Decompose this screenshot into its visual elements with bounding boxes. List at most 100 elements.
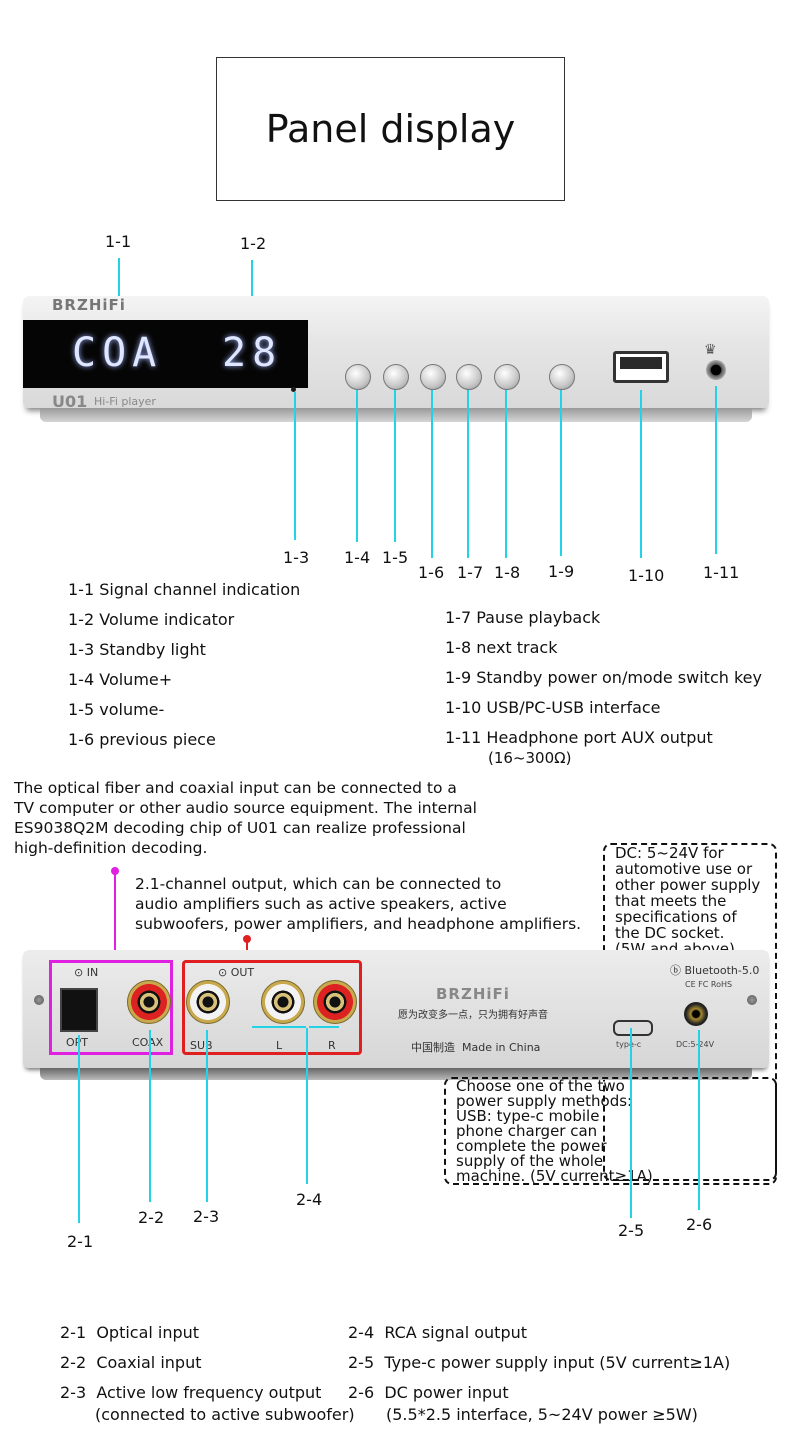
- legend-item-detail: (5.5*2.5 interface, 5~24V power ≥5W): [386, 1405, 698, 1424]
- legend-item: 1-8 next track: [445, 638, 558, 657]
- note-marker: [111, 867, 119, 875]
- callout-1-1: 1-1: [105, 232, 132, 251]
- power-note-box: [444, 1077, 777, 1185]
- leader-line: [560, 390, 562, 556]
- pause-button[interactable]: [456, 364, 482, 390]
- legend-item-detail: (connected to active subwoofer): [95, 1405, 355, 1424]
- power-note: Choose one of the two power supply metho…: [456, 1077, 653, 1185]
- legend-item: 1-4 Volume+: [68, 670, 173, 689]
- leader-line: [630, 1028, 632, 1218]
- leader-line: [467, 390, 469, 558]
- coax-port[interactable]: [127, 980, 171, 1024]
- callout-1-2: 1-2: [240, 234, 267, 253]
- screw-icon: [34, 995, 44, 1005]
- legend-item: 1-7 Pause playback: [445, 608, 601, 627]
- leader-line: [698, 1030, 700, 1210]
- optical-note: The optical fiber and coaxial input can …: [14, 779, 477, 857]
- callout-1-3: 1-3: [283, 548, 310, 567]
- front-panel-base: [40, 408, 752, 422]
- r-label: R: [328, 1039, 336, 1052]
- screw-icon: [747, 995, 757, 1005]
- input-group-box: [49, 960, 173, 1055]
- dc-note: DC: 5~24V for automotive use or other po…: [615, 844, 761, 958]
- rear-legend-left: 2-1 Optical input 2-2 Coaxial input 2-3 …: [60, 1323, 355, 1425]
- leader-line: [431, 390, 433, 558]
- sub-port[interactable]: [186, 980, 230, 1024]
- leader-line: [306, 1028, 308, 1184]
- left-port[interactable]: [261, 980, 305, 1024]
- callout-1-7: 1-7: [457, 563, 484, 582]
- slogan: 愿为改变多一点，只为拥有好声音: [398, 1010, 548, 1021]
- callout-1-5: 1-5: [382, 548, 409, 567]
- leader-line: [149, 1030, 151, 1202]
- legend-item: 1-6 previous piece: [68, 730, 216, 749]
- next-button[interactable]: [494, 364, 520, 390]
- previous-button[interactable]: [420, 364, 446, 390]
- power-mode-button[interactable]: [549, 364, 575, 390]
- coax-label: COAX: [132, 1036, 164, 1049]
- legend-item: 2-6 DC power input: [348, 1383, 509, 1402]
- headphone-jack[interactable]: [706, 360, 726, 380]
- volume-up-button[interactable]: [345, 364, 371, 390]
- legend-item: 2-1 Optical input: [60, 1323, 200, 1342]
- legend-item: 2-5 Type-c power supply input (5V curren…: [348, 1353, 731, 1372]
- legend-item: 2-3 Active low frequency output: [60, 1383, 322, 1402]
- sub-label: SUB: [190, 1039, 213, 1052]
- dc-label: DC:5-24V: [676, 1040, 715, 1049]
- leader-line: [294, 392, 296, 540]
- callout-1-4: 1-4: [344, 548, 371, 567]
- leader-line: [505, 390, 507, 558]
- legend-item: 2-4 RCA signal output: [348, 1323, 528, 1342]
- right-port[interactable]: [313, 980, 357, 1024]
- out-label: ⊙ OUT: [218, 966, 255, 979]
- leader-line: [206, 1030, 208, 1202]
- vfd-display: [23, 320, 308, 388]
- callout-2-2: 2-2: [138, 1208, 165, 1227]
- in-label: ⊙ IN: [74, 966, 99, 979]
- callout-2-4: 2-4: [296, 1190, 323, 1209]
- front-legend-right: 1-7 Pause playback 1-8 next track 1-9 St…: [445, 608, 762, 768]
- callout-1-8: 1-8: [494, 563, 521, 582]
- display-volume: 28: [222, 330, 283, 376]
- front-legend-left: 1-1 Signal channel indication 1-2 Volume…: [68, 580, 300, 760]
- leader-line: [309, 1026, 339, 1028]
- leader-line: [118, 258, 120, 323]
- leader-line: [251, 260, 253, 325]
- legend-item: 2-2 Coaxial input: [60, 1353, 202, 1372]
- callout-2-6: 2-6: [686, 1215, 713, 1234]
- callout-1-6: 1-6: [418, 563, 445, 582]
- bluetooth-label: ⓑ Bluetooth-5.0: [670, 964, 760, 977]
- legend-item: 1-10 USB/PC-USB interface: [445, 698, 661, 717]
- callout-2-3: 2-3: [193, 1207, 220, 1226]
- leader-line: [78, 1035, 80, 1223]
- volume-down-button[interactable]: [383, 364, 409, 390]
- opt-label: OPT: [66, 1036, 89, 1049]
- l-label: L: [276, 1039, 283, 1052]
- typec-label: type-c: [616, 1040, 642, 1049]
- leader-line: [252, 1026, 306, 1028]
- leader-line: [715, 386, 717, 554]
- legend-item-detail: (16~300Ω): [488, 749, 572, 767]
- dc-jack[interactable]: [684, 1002, 708, 1026]
- channel-note: 2.1-channel output, which can be connect…: [135, 875, 582, 933]
- callout-1-9: 1-9: [548, 562, 575, 581]
- leader-line: [640, 390, 642, 558]
- leader-line: [114, 874, 116, 962]
- optical-port[interactable]: [60, 988, 98, 1032]
- typec-port[interactable]: [613, 1020, 653, 1036]
- legend-item: 1-2 Volume indicator: [68, 610, 235, 629]
- rear-brand-logo: BRZHiFi: [436, 985, 510, 1003]
- legend-item: 1-9 Standby power on/mode switch key: [445, 668, 762, 687]
- callout-2-5: 2-5: [618, 1221, 645, 1240]
- made-in-label: 中国制造 Made in China: [411, 1041, 541, 1054]
- model-subtitle: Hi-Fi player: [94, 395, 156, 408]
- usb-port-inner: [620, 357, 662, 369]
- legend-item: 1-5 volume-: [68, 700, 165, 719]
- display-channel: COA: [72, 330, 163, 376]
- leader-line: [394, 390, 396, 542]
- callout-2-1: 2-1: [67, 1232, 94, 1251]
- legend-item: 1-11 Headphone port AUX output: [445, 728, 713, 747]
- output-group-box: [182, 960, 362, 1055]
- standby-light: [291, 387, 296, 392]
- callout-1-10: 1-10: [628, 566, 665, 585]
